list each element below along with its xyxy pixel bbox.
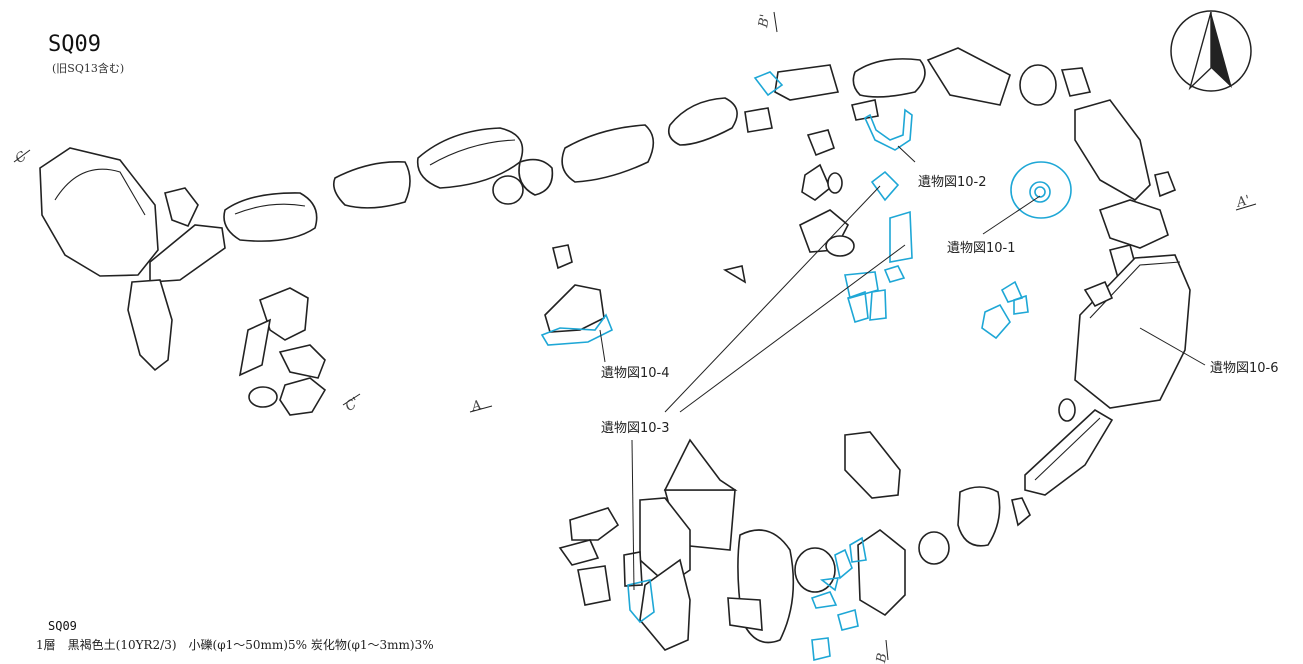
artifact-10-4 [540,313,614,346]
stone [164,187,199,228]
section-mark-b-prime: B' [756,13,773,30]
stone [1154,171,1177,198]
stone [561,124,655,183]
stone [259,287,309,341]
artifact-fragments [753,71,1029,662]
artifact-10-3 [627,170,913,624]
stone [558,539,600,566]
artifact-10-1 [1010,161,1072,219]
stone [238,318,272,377]
artifact-10-2 [863,108,913,151]
stone [844,431,901,499]
stone [663,438,738,491]
stone [827,172,843,194]
stone [1011,497,1031,527]
legend-layer-1: 1層 黒褐色土(10YR2/3) 小礫(φ1～50mm)5% 炭化物(φ1～3m… [36,638,434,652]
stone [279,377,327,416]
stone [667,97,738,146]
artifact-label: 遺物図10-2 [918,175,987,190]
diagram-title: SQ09 [48,32,101,57]
stone [278,344,326,379]
stone [957,486,1001,547]
stone [552,244,573,270]
stone [127,279,173,372]
section-mark-b: B [874,652,891,664]
stone [926,47,1011,106]
stone [569,507,620,541]
stone [1098,199,1169,249]
stone [918,531,950,565]
stone [857,529,906,617]
section-mark-a: A [469,398,483,415]
stone [248,386,278,408]
stone [577,565,611,606]
stone [851,99,879,121]
stone [332,161,411,209]
stone [794,547,836,593]
stone [1074,99,1151,201]
diagram-subtitle: (旧SQ13含む) [52,62,125,75]
artifact-label: 遺物図10-6 [1210,361,1279,376]
stone [639,558,691,651]
stone [825,235,855,257]
stone [544,284,605,333]
stone [1019,64,1057,106]
stones [39,47,1191,651]
stone [801,163,831,201]
artifact-label: 遺物図10-1 [947,241,1016,256]
section-mark-c: C [13,149,30,167]
stone [1060,67,1092,97]
legend-heading: SQ09 [48,619,77,633]
stone [727,597,763,631]
artifact-label: 遺物図10-4 [601,366,670,381]
stone [149,224,226,283]
stone [492,175,524,205]
artifacts [540,71,1072,662]
stone [852,58,926,98]
stone [623,551,643,587]
stone [223,192,318,242]
stone [744,107,773,133]
stone [806,129,835,157]
stone [1024,409,1114,496]
stone [722,265,747,284]
stone [774,64,840,101]
stone [1083,280,1114,308]
stone [39,147,159,277]
section-mark-c-prime: C' [343,395,363,415]
artifact-label: 遺物図10-3 [601,421,670,436]
leader-lines [599,145,1206,591]
stone [518,158,554,196]
north-arrow-icon [1170,10,1252,92]
stone [1074,254,1191,409]
artifact-label-group: 遺物図10-1 遺物図10-2 遺物図10-3 遺物図10-4 遺物図10-6 [601,175,1279,436]
stone [1058,398,1076,422]
